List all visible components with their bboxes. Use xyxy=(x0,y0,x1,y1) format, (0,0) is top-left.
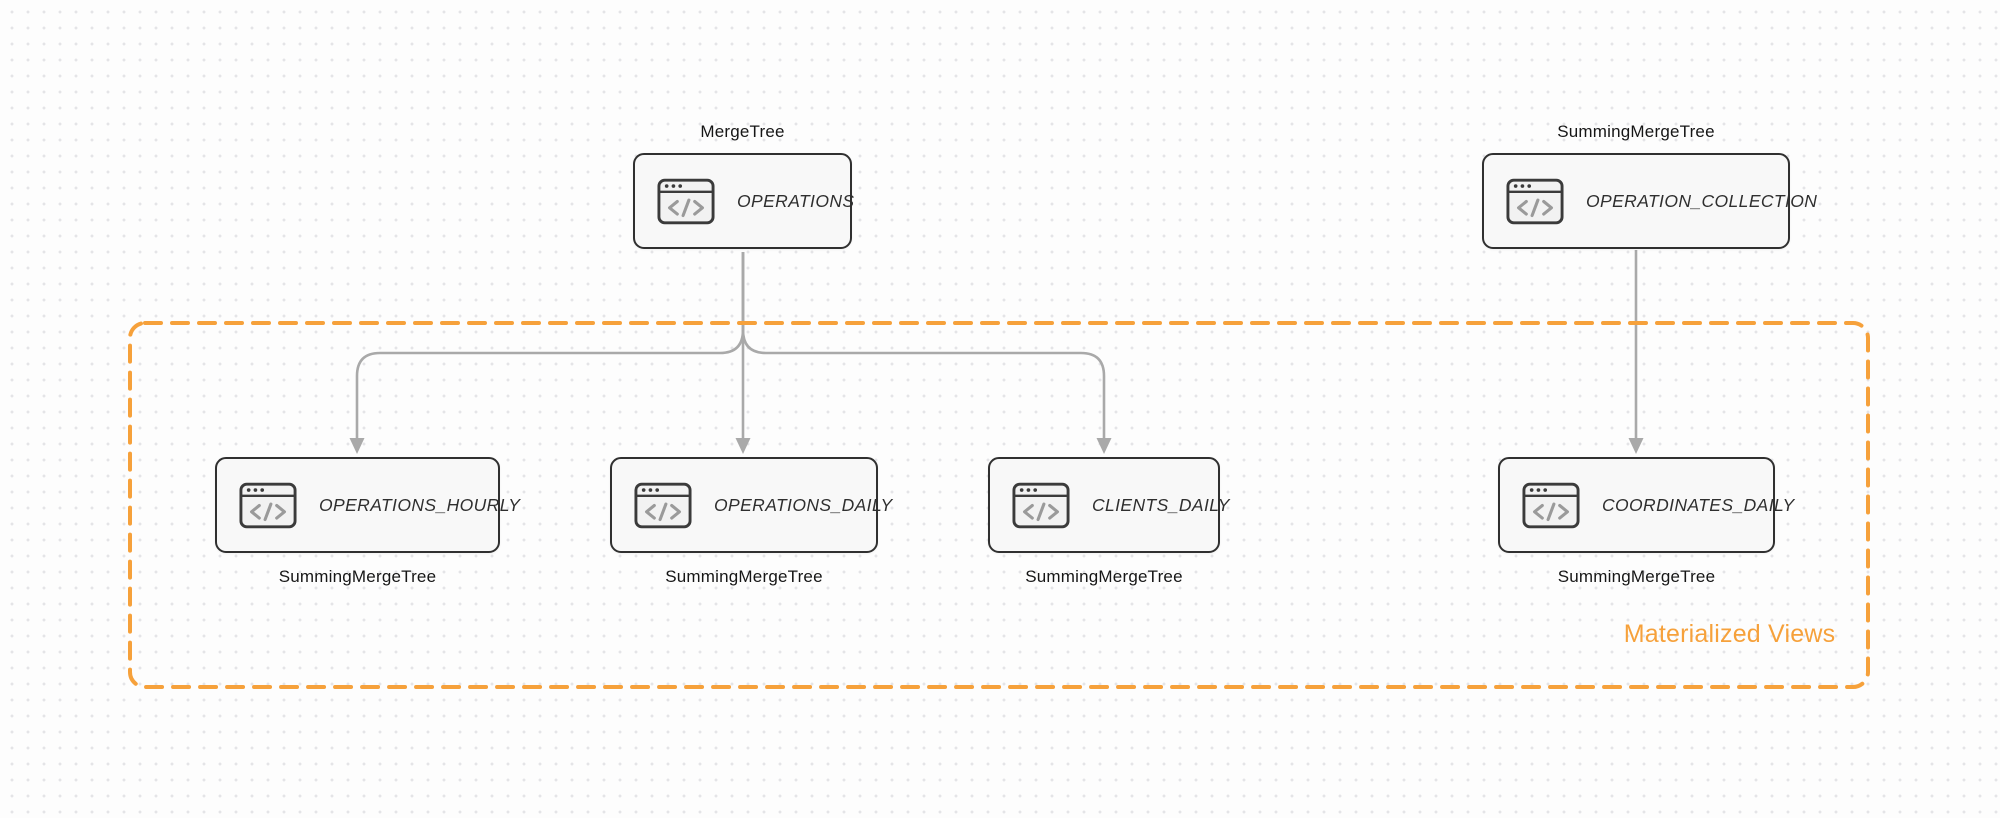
code-window-icon xyxy=(657,178,715,225)
node-wrap-operations-hourly: OPERATIONS_HOURLY SummingMergeTree xyxy=(215,457,520,588)
node-operations-hourly[interactable]: OPERATIONS_HOURLY xyxy=(215,457,520,553)
node-clients-daily[interactable]: CLIENTS_DAILY xyxy=(988,457,1229,553)
engine-label-operations: MergeTree xyxy=(700,122,785,141)
materialized-views-border[interactable] xyxy=(128,321,1870,689)
node-title: OPERATIONS_HOURLY xyxy=(319,494,521,515)
node-operations-daily[interactable]: OPERATIONS_DAILY xyxy=(610,457,892,553)
node-title: CLIENTS_DAILY xyxy=(1092,494,1230,515)
node-coordinates-daily[interactable]: COORDINATES_DAILY xyxy=(1498,457,1794,553)
node-title: OPERATIONS xyxy=(737,190,855,211)
engine-label-clients-daily: SummingMergeTree xyxy=(1025,567,1183,586)
node-wrap-coordinates-daily: COORDINATES_DAILY SummingMergeTree xyxy=(1498,457,1794,588)
arrowhead-clients xyxy=(1096,438,1112,454)
edge-operations-to-hourly xyxy=(355,252,745,439)
code-window-icon xyxy=(239,482,297,529)
materialized-views-label: Materialized Views xyxy=(1623,620,1836,648)
engine-label-operations-daily: SummingMergeTree xyxy=(665,567,823,586)
code-window-icon xyxy=(1506,178,1564,225)
code-window-icon xyxy=(1012,482,1070,529)
engine-label-coordinates-daily: SummingMergeTree xyxy=(1557,567,1716,586)
node-operations[interactable]: OPERATIONS xyxy=(633,153,855,249)
node-title: COORDINATES_DAILY xyxy=(1602,494,1795,515)
engine-label-operations-hourly: SummingMergeTree xyxy=(278,567,437,586)
edge-operations-to-clients xyxy=(741,252,1106,439)
node-wrap-operations: MergeTree OPERATIONS xyxy=(633,121,855,249)
node-wrap-operation-collection: SummingMergeTree OPERATION_COLLECTION xyxy=(1482,121,1817,249)
node-operation-collection[interactable]: OPERATION_COLLECTION xyxy=(1482,153,1817,249)
node-title: OPERATIONS_DAILY xyxy=(714,494,893,515)
arrowhead-coordinates xyxy=(1628,438,1644,454)
node-wrap-clients-daily: CLIENTS_DAILY SummingMergeTree xyxy=(988,457,1229,588)
arrowhead-hourly xyxy=(349,438,365,454)
code-window-icon xyxy=(1522,482,1580,529)
node-wrap-operations-daily: OPERATIONS_DAILY SummingMergeTree xyxy=(610,457,892,588)
node-title: OPERATION_COLLECTION xyxy=(1586,190,1818,211)
arrowhead-daily xyxy=(735,438,751,454)
engine-label-operation-collection: SummingMergeTree xyxy=(1557,122,1715,141)
code-window-icon xyxy=(634,482,692,529)
